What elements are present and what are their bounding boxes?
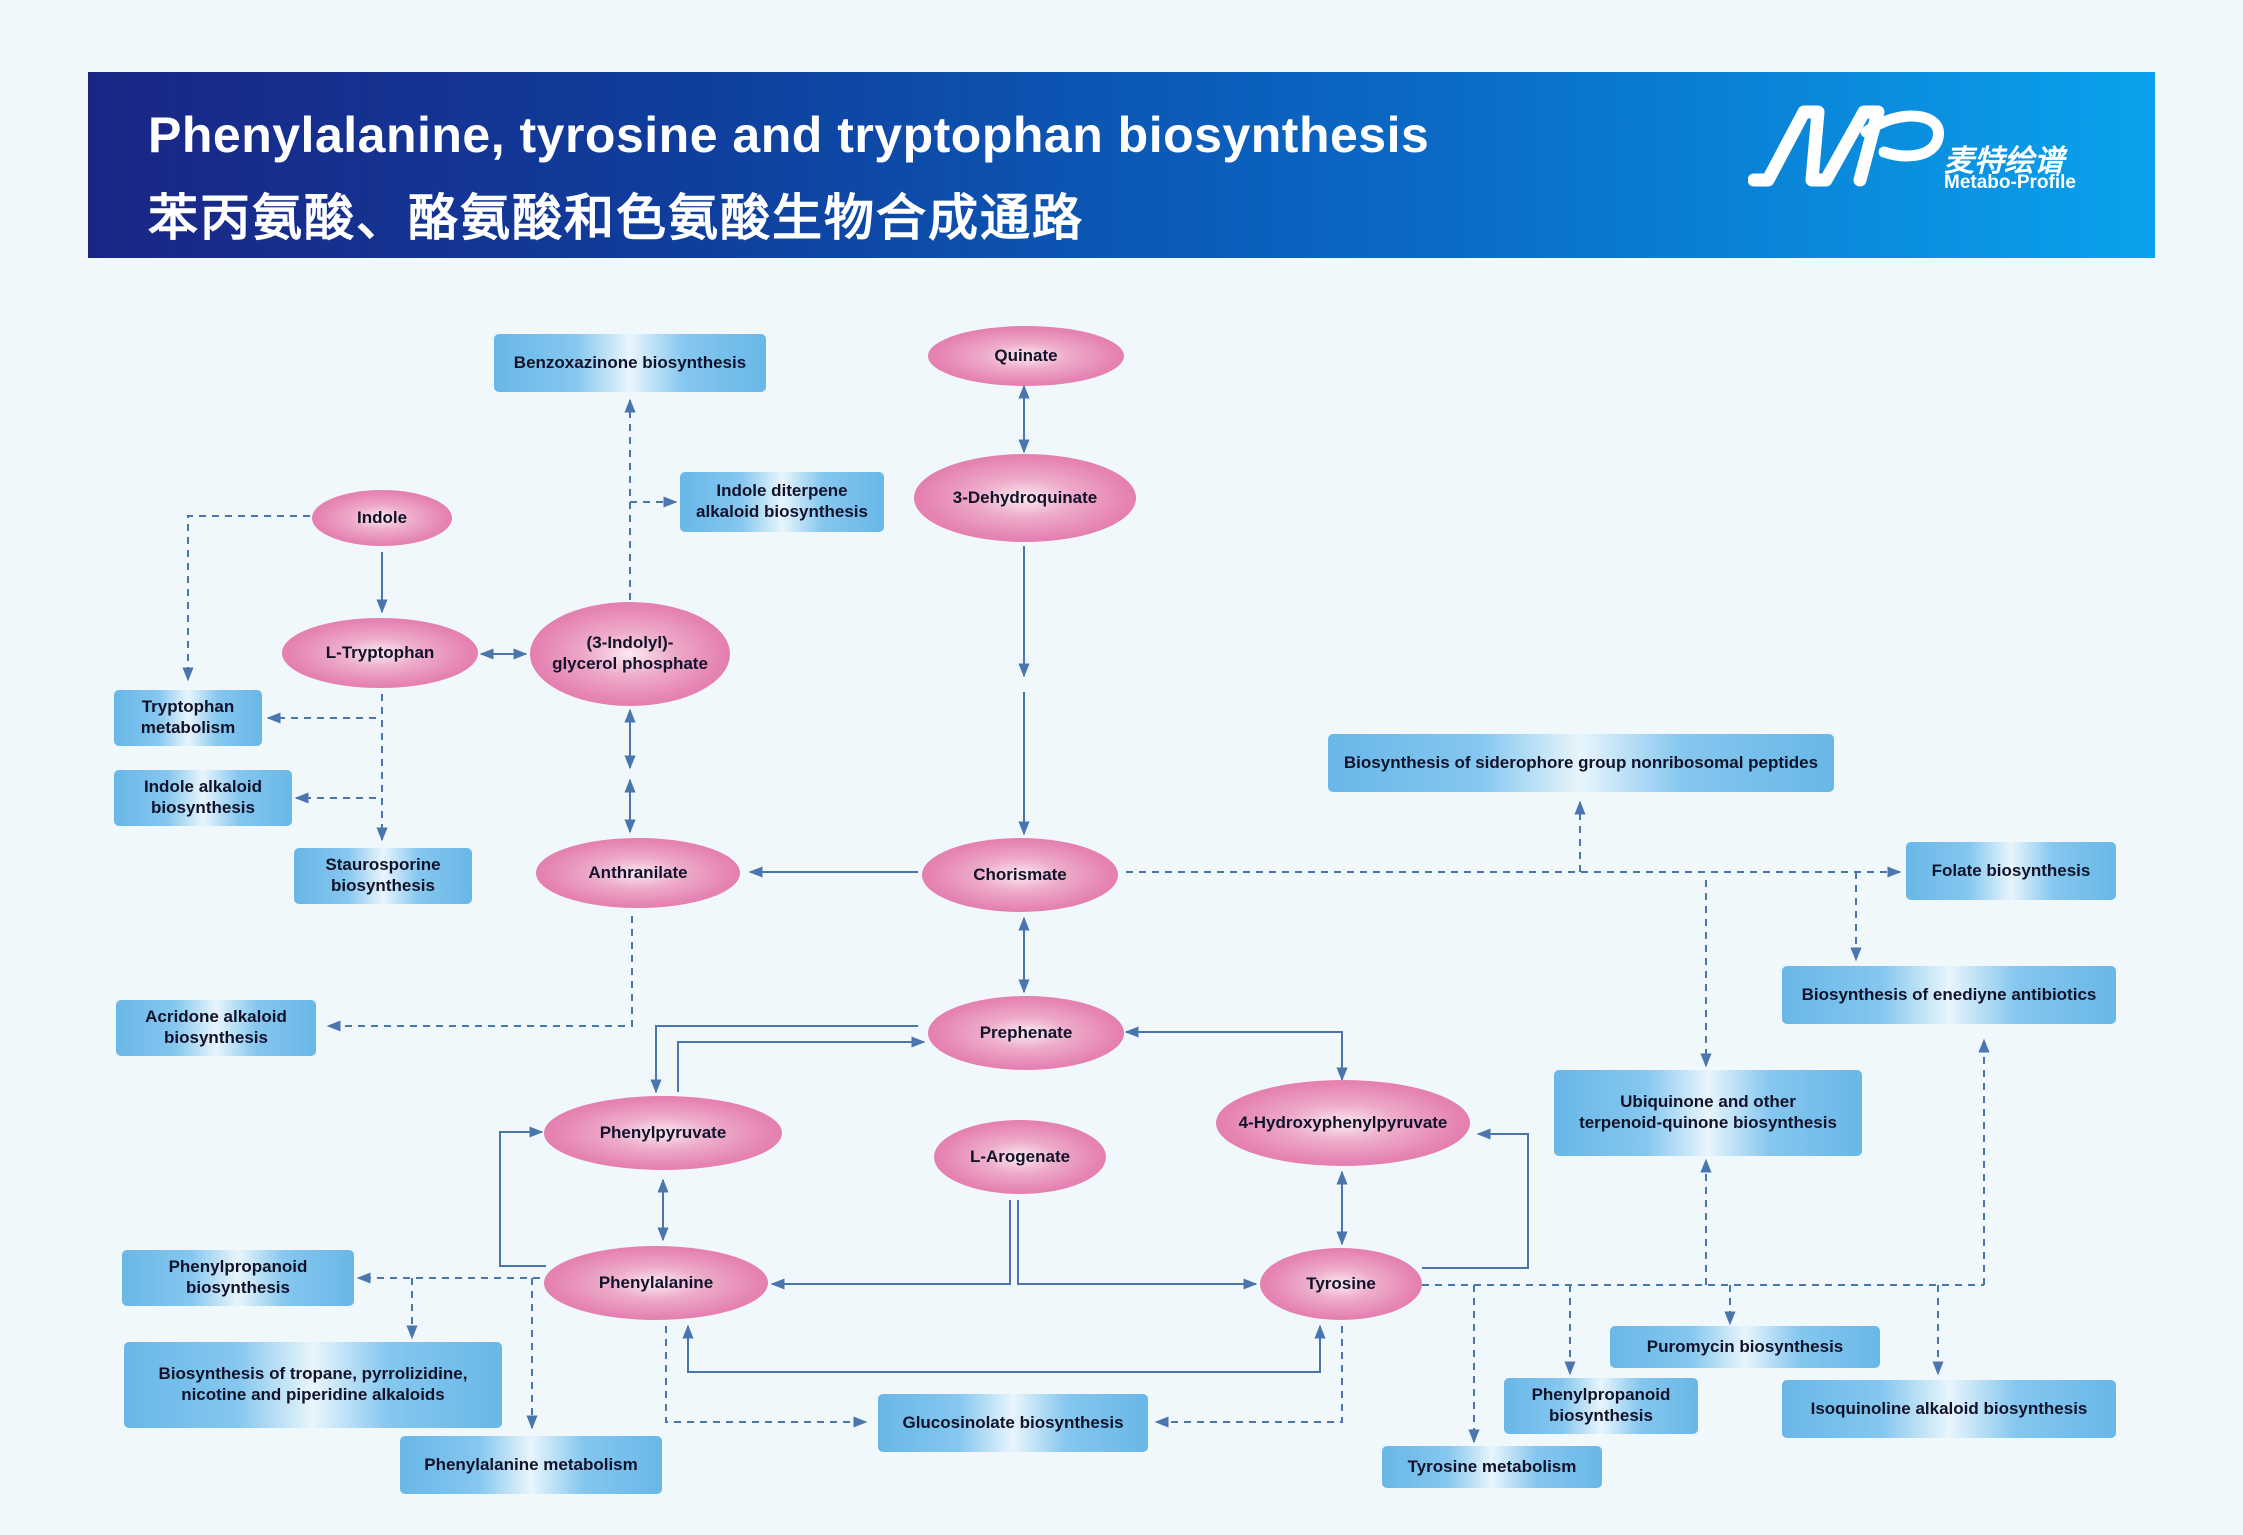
title-chinese: 苯丙氨酸、酪氨酸和色氨酸生物合成通路 [148,190,1084,246]
compound-l-tryptophan[interactable]: L-Tryptophan [282,618,478,688]
compound-l-arogenate[interactable]: L-Arogenate [934,1120,1106,1194]
link-prephenate-hpp [1124,1026,1348,1082]
link-phenylalanine-phenylpyruvate-loop [499,1126,546,1267]
dash-phenylalanine-glucosinolate [665,1326,868,1428]
compound-4-hydroxyphenylpyruvate[interactable]: 4-Hydroxyphenylpyruvate [1216,1080,1470,1166]
pathway-glucosinolate-biosynthesis[interactable]: Glucosinolate biosynthesis [878,1394,1148,1452]
pathway-tyrosine-metabolism[interactable]: Tyrosine metabolism [1382,1446,1602,1488]
compound-prephenate[interactable]: Prephenate [928,996,1124,1070]
pathway-folate-biosynthesis[interactable]: Folate biosynthesis [1906,842,2116,900]
logo-english-name: Metabo-Profile [1944,172,2076,193]
compound-anthranilate[interactable]: Anthranilate [536,838,740,908]
pathway-tropane-pyrrolizidine-alkaloids[interactable]: Biosynthesis of tropane, pyrrolizidine, … [124,1342,502,1428]
pathway-indole-diterpene-alkaloid[interactable]: Indole diterpene alkaloid biosynthesis [680,472,884,532]
dash-indole-tryptophan-metabolism [182,515,310,682]
dash-tyrosine-glucosinolate [1154,1326,1343,1428]
pathway-indole-alkaloid-biosynthesis[interactable]: Indole alkaloid biosynthesis [114,770,292,826]
pathway-staurosporine-biosynthesis[interactable]: Staurosporine biosynthesis [294,848,472,904]
pathway-enediyne-antibiotics[interactable]: Biosynthesis of enediyne antibiotics [1782,966,2116,1024]
header-banner: Phenylalanine, tyrosine and tryptophan b… [88,72,2155,258]
title-english: Phenylalanine, tyrosine and tryptophan b… [148,107,1430,163]
pathway-siderophore-nonribosomal-peptides[interactable]: Biosynthesis of siderophore group nonrib… [1328,734,1834,792]
compound-quinate[interactable]: Quinate [928,326,1124,386]
compound-indole[interactable]: Indole [312,490,452,546]
compound-indolyl-glycerol-phosphate[interactable]: (3-Indolyl)- glycerol phosphate [530,602,730,706]
pathway-ubiquinone-terpenoid-quinone[interactable]: Ubiquinone and other terpenoid-quinone b… [1554,1070,1862,1156]
link-arogenate-phenylalanine [770,1200,1011,1290]
compound-phenylpyruvate[interactable]: Phenylpyruvate [544,1096,782,1170]
pathway-puromycin-biosynthesis[interactable]: Puromycin biosynthesis [1610,1326,1880,1368]
logo-mp-icon [1748,105,1944,187]
pathway-tryptophan-metabolism[interactable]: Tryptophan metabolism [114,690,262,746]
link-tyrosine-hpp-loop [1422,1128,1529,1269]
link-prephenate-phenylpyruvate-a [650,1025,918,1094]
pathway-benzoxazinone-biosynthesis[interactable]: Benzoxazinone biosynthesis [494,334,766,392]
link-phenylalanine-tyrosine [682,1324,1326,1373]
link-phenylpyruvate-prephenate-b [677,1036,926,1092]
dash-anthranilate-acridone [326,916,633,1032]
pathway-phenylpropanoid-biosynthesis-right[interactable]: Phenylpropanoid biosynthesis [1504,1378,1698,1434]
pathway-phenylalanine-metabolism[interactable]: Phenylalanine metabolism [400,1436,662,1494]
pathway-phenylpropanoid-biosynthesis-left[interactable]: Phenylpropanoid biosynthesis [122,1250,354,1306]
pathway-isoquinoline-alkaloid-biosynthesis[interactable]: Isoquinoline alkaloid biosynthesis [1782,1380,2116,1438]
compound-chorismate[interactable]: Chorismate [922,838,1118,912]
link-arogenate-tyrosine [1017,1200,1258,1290]
logo-chinese-name: 麦特绘谱 [1944,145,2064,178]
compound-3-dehydroquinate[interactable]: 3-Dehydroquinate [914,454,1136,542]
compound-phenylalanine[interactable]: Phenylalanine [544,1246,768,1320]
pathway-acridone-alkaloid-biosynthesis[interactable]: Acridone alkaloid biosynthesis [116,1000,316,1056]
compound-tyrosine[interactable]: Tyrosine [1260,1248,1422,1320]
